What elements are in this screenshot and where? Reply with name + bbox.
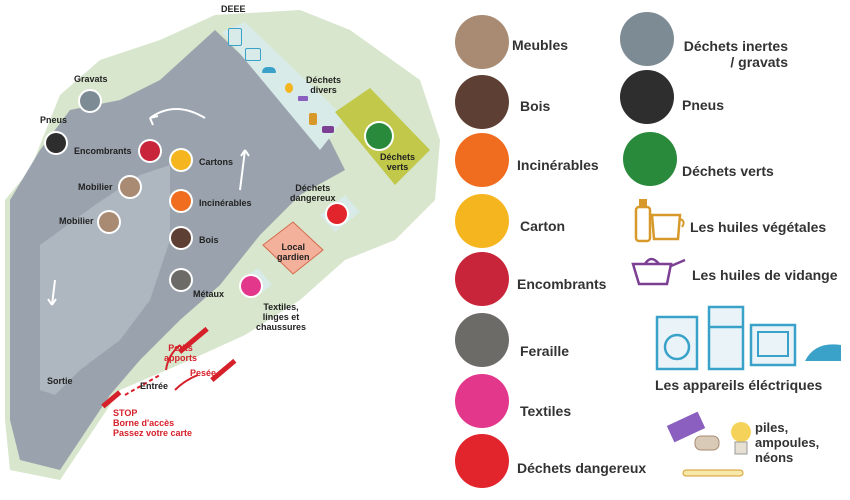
- legend-incinerables-label: Incinérables: [517, 157, 599, 173]
- label-textiles: Textiles, linges et chaussures: [256, 302, 307, 332]
- feraille-icon: [455, 313, 509, 367]
- legend-textiles-label: Textiles: [520, 403, 572, 419]
- map-pneus-icon: [46, 133, 66, 153]
- inner-pad: [40, 165, 170, 395]
- legend-feraille-label: Feraille: [520, 343, 570, 359]
- label-metaux: Métaux: [193, 289, 225, 299]
- map-tv-icon: [245, 48, 261, 61]
- arrow-pesee: [174, 374, 199, 391]
- label-deee: DEEE: [221, 4, 246, 14]
- recycling-center-map: DEEE Gravats Pneus Encombrants Cartons M…: [5, 4, 440, 480]
- piles-ampoules-icon: [666, 411, 751, 477]
- map-battery-icon: [298, 96, 308, 101]
- map-oil-icon: [309, 113, 317, 125]
- huiles-vidange-icon: [631, 257, 686, 286]
- legend-pneus-label: Pneus: [682, 97, 725, 113]
- map-gravats-icon: [80, 91, 100, 111]
- label-bois: Bois: [199, 235, 219, 245]
- dechets-inertes-icon: [620, 12, 674, 66]
- dechets-dangereux-icon: [455, 434, 509, 488]
- arrow-petits-apports: [165, 344, 181, 371]
- legend-piles-label: piles, ampoules, néons: [755, 420, 820, 465]
- legend-bois-label: Bois: [520, 98, 551, 114]
- label-pesee: Pesée: [190, 368, 217, 378]
- appareils-electriques-icon: [655, 305, 841, 371]
- label-pneus: Pneus: [40, 115, 68, 125]
- legend-carton-label: Carton: [520, 218, 566, 234]
- meubles-icon: [455, 15, 509, 69]
- textiles-icon: [455, 374, 509, 428]
- barrier-stop: [101, 390, 122, 409]
- map-incinerables-icon: [171, 191, 191, 211]
- map-fridge-icon: [228, 28, 242, 46]
- map-encombrants-icon: [140, 141, 160, 161]
- grey-road-area: [10, 30, 345, 470]
- legend-huiles-vegetales-label: Les huiles végétales: [690, 219, 827, 235]
- legend-huiles-vidange-label: Les huiles de vidange: [692, 267, 838, 283]
- label-stop: STOP Borne d'accès Passez votre carte: [113, 408, 193, 438]
- label-encombrants: Encombrants: [74, 146, 132, 156]
- dechets-verts-icon: [623, 132, 677, 186]
- legend-appareils-label: Les appareils éléctriques: [655, 377, 823, 393]
- legend-dechets-verts-label: Déchets verts: [682, 163, 774, 179]
- label-dechets-divers: Déchets divers: [306, 75, 342, 95]
- legend-encombrants-label: Encombrants: [517, 276, 607, 292]
- map-dangereux-icon: [327, 204, 347, 224]
- label-mobilier-1: Mobilier: [78, 182, 113, 192]
- map-metaux-icon: [171, 270, 191, 290]
- label-dechets-dangereux: Déchets dangereux: [290, 183, 336, 203]
- legend-dechets-dangereux-label: Déchets dangereux: [517, 460, 647, 476]
- map-cartons-icon: [171, 150, 191, 170]
- arrow-up-right: [239, 149, 246, 191]
- local-gardien-building: [262, 221, 324, 275]
- barrier-top: [177, 326, 209, 354]
- incinerables-icon: [455, 133, 509, 187]
- arrow-curve-top: [149, 108, 206, 119]
- barrier-right: [210, 358, 237, 382]
- label-entree: Entrée: [140, 381, 169, 391]
- map-textiles-icon: [241, 276, 261, 296]
- map-iron-icon: [262, 67, 276, 73]
- map-mobilier2-icon: [99, 212, 119, 232]
- label-mobilier-2: Mobilier: [59, 216, 94, 226]
- label-dechets-verts: Déchets verts: [380, 152, 416, 172]
- bois-icon: [455, 75, 509, 129]
- map-background: [5, 10, 440, 480]
- label-local-gardien: Local gardien: [277, 242, 310, 262]
- map-mobilier1-icon: [120, 177, 140, 197]
- legend-meubles-label: Meubles: [512, 37, 569, 53]
- label-gravats: Gravats: [74, 74, 108, 84]
- label-sortie: Sortie: [47, 376, 73, 386]
- encombrants-icon: [455, 252, 509, 306]
- legend-dechets-inertes-label: Déchets inertes / gravats: [683, 38, 788, 70]
- label-petits-apports: Petits apports: [164, 343, 198, 363]
- label-cartons: Cartons: [199, 157, 234, 167]
- map-bois-icon: [171, 228, 191, 248]
- label-incinerables: Incinérables: [199, 198, 252, 208]
- map-dechets-verts-icon: [366, 123, 392, 149]
- map-oilcan-icon: [322, 126, 334, 133]
- huiles-vegetales-icon: [634, 199, 685, 243]
- carton-icon: [455, 194, 509, 248]
- pneus-icon: [620, 70, 674, 124]
- map-bulb-icon: [285, 83, 293, 93]
- arrow-down-left: [51, 279, 56, 306]
